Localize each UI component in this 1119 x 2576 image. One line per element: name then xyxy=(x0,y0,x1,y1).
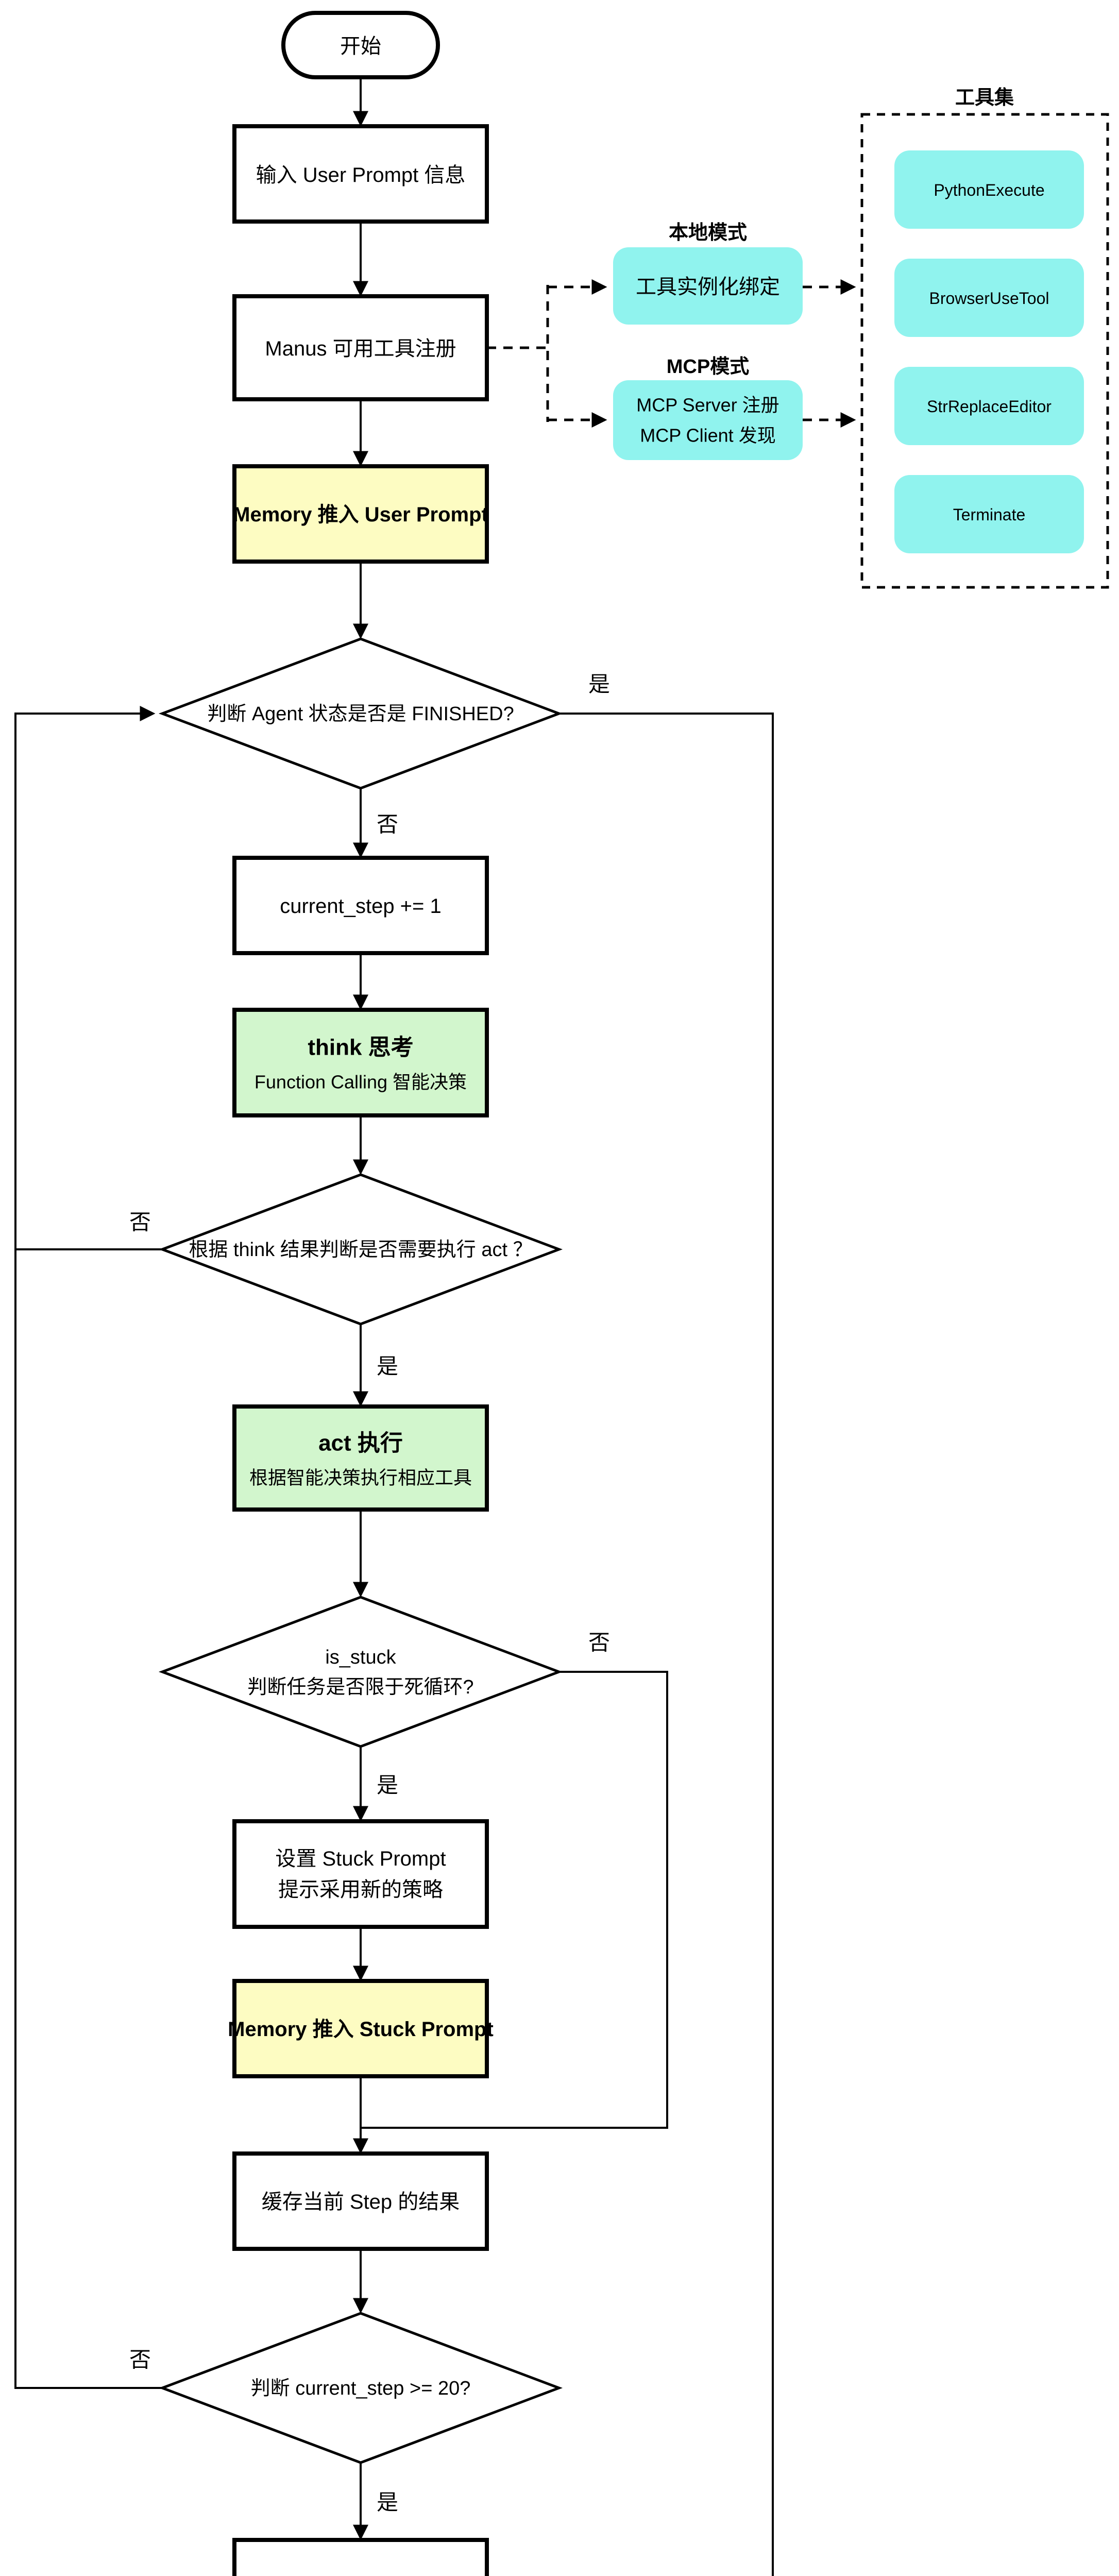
label-need-act-yes: 是 xyxy=(377,1354,398,1379)
tool-python-execute xyxy=(894,150,1084,229)
label-is-stuck-yes: 是 xyxy=(377,1773,398,1798)
tool-terminate xyxy=(894,475,1084,553)
node-input-prompt-label: 输入 User Prompt 信息 xyxy=(256,164,466,187)
edge-finished-yes-return xyxy=(559,713,774,2576)
decision-need-act xyxy=(158,1173,563,1326)
node-act-subtitle: 根据智能决策执行相应工具 xyxy=(249,1467,472,1488)
node-act xyxy=(232,1404,489,1512)
decision-max-step-label: 判断 current_step >= 20? xyxy=(251,2378,471,2399)
toolset-panel xyxy=(860,113,1109,589)
decision-is-stuck-line1: is_stuck xyxy=(325,1647,396,1668)
node-act-title: act 执行 xyxy=(318,1431,403,1456)
decision-is-stuck xyxy=(158,1596,563,1748)
node-register-tools xyxy=(232,294,489,401)
tool-terminate-label: Terminate xyxy=(953,505,1026,524)
tool-browser-use-label: BrowserUseTool xyxy=(929,289,1049,308)
node-set-stuck-line2: 提示采用新的策略 xyxy=(278,1878,443,1901)
node-set-stuck-prompt xyxy=(232,1819,489,1929)
label-finished-no: 否 xyxy=(377,812,398,837)
dash-register-split xyxy=(487,285,549,422)
node-memory-push-user xyxy=(232,464,489,564)
node-set-stuck-line1: 设置 Stuck Prompt xyxy=(275,1848,446,1870)
node-set-idle xyxy=(232,2538,489,2576)
node-cache-step xyxy=(232,2151,489,2251)
label-local-mode: 本地模式 xyxy=(669,222,747,244)
node-input-prompt xyxy=(232,124,489,224)
decision-finished xyxy=(158,637,563,790)
tool-str-replace-editor-label: StrReplaceEditor xyxy=(927,397,1052,416)
flow-connectors xyxy=(14,77,774,2576)
node-tool-bind xyxy=(613,247,803,325)
node-start xyxy=(281,11,440,79)
node-mcp xyxy=(613,380,803,460)
tool-browser-use xyxy=(894,259,1084,337)
decision-max-step xyxy=(158,2312,563,2464)
node-current-step xyxy=(232,856,489,955)
node-current-step-label: current_step += 1 xyxy=(280,895,442,918)
node-cache-step-label: 缓存当前 Step 的结果 xyxy=(262,2191,460,2213)
label-is-stuck-no: 否 xyxy=(588,1631,610,1655)
label-need-act-no: 否 xyxy=(129,1210,151,1234)
decision-finished-label: 判断 Agent 状态是否是 FINISHED? xyxy=(207,703,514,725)
branch-labels: 是 否 否 是 否 是 否 是 xyxy=(129,672,610,2515)
decision-need-act-label: 根据 think 结果判断是否需要执行 act ？ xyxy=(189,1239,532,1261)
label-max-step-yes: 是 xyxy=(377,2490,398,2515)
node-memory-push-stuck xyxy=(232,1979,489,2078)
tool-str-replace-editor xyxy=(894,367,1084,445)
node-tool-bind-label: 工具实例化绑定 xyxy=(636,276,780,298)
node-think-title: think 思考 xyxy=(308,1035,413,1060)
dashed-connectors xyxy=(487,279,856,428)
edge-checkmax-no-feedback xyxy=(14,706,162,2389)
edge-isstuck-no-bypass xyxy=(361,1671,668,2129)
node-memory-push-user-label: Memory 推入 User Prompt xyxy=(233,503,488,526)
node-think-subtitle: Function Calling 智能决策 xyxy=(255,1072,467,1093)
node-think xyxy=(232,1008,489,1117)
node-memory-push-stuck-label: Memory 推入 Stuck Prompt xyxy=(228,2018,494,2041)
label-max-step-no: 否 xyxy=(129,2348,151,2372)
decision-is-stuck-line2: 判断任务是否限于死循环? xyxy=(247,1676,473,1698)
tool-python-execute-label: PythonExecute xyxy=(934,181,1044,199)
node-start-label: 开始 xyxy=(340,35,381,58)
toolset-title: 工具集 xyxy=(955,87,1014,109)
label-mcp-mode: MCP模式 xyxy=(667,356,749,378)
node-register-tools-label: Manus 可用工具注册 xyxy=(265,337,456,360)
label-finished-yes: 是 xyxy=(588,672,610,697)
node-mcp-line2: MCP Client 发现 xyxy=(640,425,775,446)
node-mcp-line1: MCP Server 注册 xyxy=(636,395,779,416)
